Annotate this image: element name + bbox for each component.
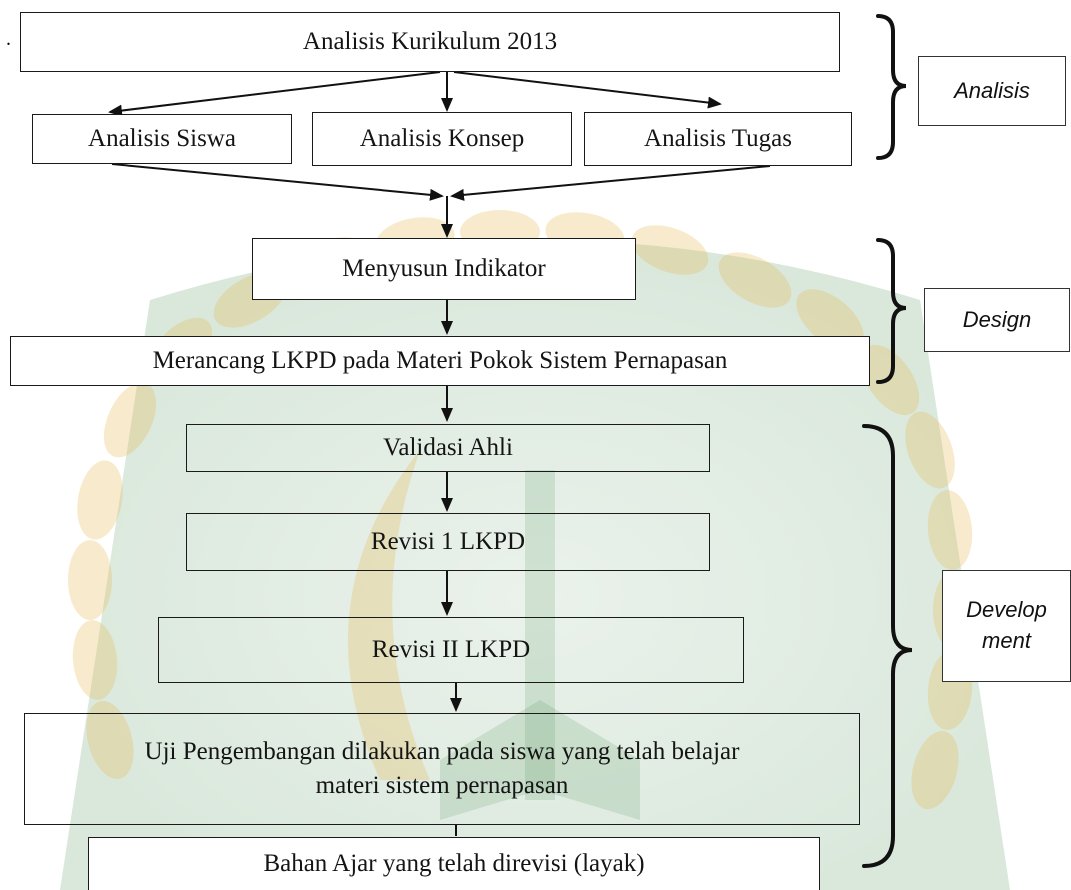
phase-label-development: Develop ment xyxy=(942,570,1071,682)
arrow-kurikulum-to-tugas xyxy=(453,71,722,109)
node-merancang-lkpd: Merancang LKPD pada Materi Pokok Sistem … xyxy=(10,336,870,386)
brace-analisis xyxy=(876,14,907,160)
brace-design xyxy=(876,238,907,384)
arrow-siswa-to-merge xyxy=(111,163,444,201)
node-analisis-tugas: Analisis Tugas xyxy=(584,112,852,166)
arrow-tugas-to-merge xyxy=(450,165,771,201)
brace-development xyxy=(862,424,913,868)
development-line-2: ment xyxy=(982,628,1031,653)
development-line-1: Develop xyxy=(966,597,1047,623)
node-revisi-1: Revisi 1 LKPD xyxy=(186,513,710,571)
arrow-kurikulum-to-siswa xyxy=(108,71,441,117)
phase-label-design: Design xyxy=(924,288,1070,352)
node-revisi-2: Revisi II LKPD xyxy=(158,617,744,683)
node-menyusun-indikator: Menyusun Indikator xyxy=(252,238,636,300)
node-analisis-konsep: Analisis Konsep xyxy=(312,112,572,166)
uji-line-2: materi sistem pernapasan xyxy=(315,772,569,799)
node-validasi-ahli: Validasi Ahli xyxy=(186,424,710,472)
node-bahan-ajar: Bahan Ajar yang telah direvisi (layak) xyxy=(88,837,820,890)
phase-label-analisis: Analisis xyxy=(918,56,1066,126)
node-uji-pengembangan: Uji Pengembangan dilakukan pada siswa ya… xyxy=(24,713,860,825)
node-analisis-kurikulum: Analisis Kurikulum 2013 xyxy=(20,12,840,72)
node-analisis-siswa: Analisis Siswa xyxy=(32,114,292,164)
leading-mark: . xyxy=(6,28,11,50)
uji-line-1: Uji Pengembangan dilakukan pada siswa ya… xyxy=(144,738,740,766)
